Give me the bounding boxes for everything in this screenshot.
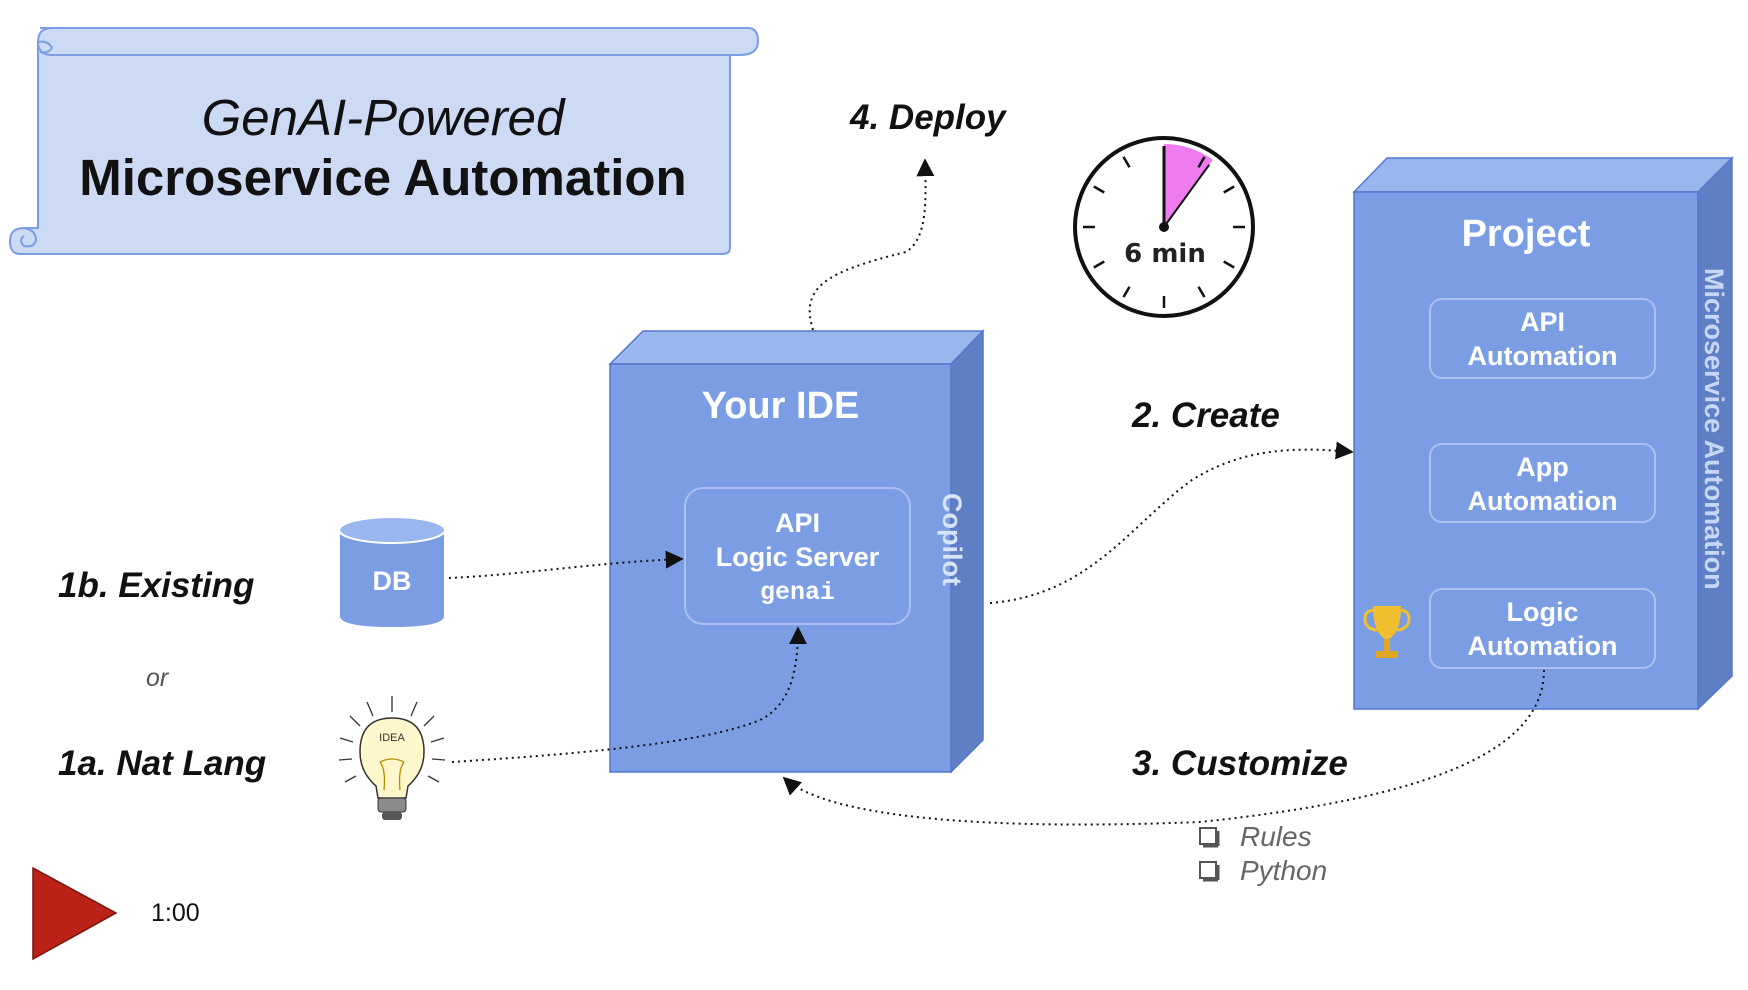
api-automation-card	[1429, 298, 1656, 379]
app-automation-card	[1429, 443, 1656, 523]
step-customize: 3. Customize	[1132, 744, 1348, 783]
timer-clock-icon	[1073, 136, 1255, 318]
customize-item-python: Python	[1240, 855, 1328, 886]
title-scroll	[8, 27, 760, 255]
player-time: 1:00	[151, 899, 200, 927]
database-icon	[338, 516, 446, 630]
clock-tick	[1223, 185, 1235, 194]
app-automation-line2: Automation	[1467, 486, 1618, 516]
project-title: Project	[1461, 213, 1591, 255]
clock-tick	[1093, 260, 1105, 269]
project-box	[1352, 156, 1734, 711]
logic-automation-line1: Logic	[1506, 597, 1579, 627]
clock-hand	[1163, 164, 1211, 228]
customize-item-rules: Rules	[1240, 821, 1312, 852]
clock-tick	[1223, 260, 1235, 269]
step-create: 2. Create	[1132, 396, 1280, 435]
ide-card-line1: API	[774, 508, 820, 538]
clock-tick	[1197, 156, 1206, 168]
ide-card-line3: genai	[759, 578, 835, 607]
clock-tick	[1122, 286, 1131, 298]
microservice-automation-side-label: Microservice Automation	[1699, 268, 1729, 590]
checkbox-icon	[1199, 827, 1220, 848]
or-label: or	[146, 664, 169, 692]
clock-tick	[1122, 156, 1131, 168]
step-deploy: 4. Deploy	[850, 98, 1006, 137]
db-label: DB	[372, 566, 412, 596]
title-line-1: GenAI-Powered	[201, 89, 565, 146]
step-existing: 1b. Existing	[58, 566, 255, 605]
title-line-2: Microservice Automation	[79, 149, 687, 206]
app-automation-line1: App	[1516, 452, 1569, 482]
timer-label: 6 min	[1124, 239, 1206, 269]
idea-label: IDEA	[379, 732, 405, 744]
play-button[interactable]	[32, 866, 118, 961]
api-automation-line1: API	[1519, 307, 1565, 337]
logic-automation-line2: Automation	[1467, 631, 1618, 661]
ide-title: Your IDE	[701, 385, 860, 427]
step-natlang: 1a. Nat Lang	[58, 744, 267, 783]
clock-tick	[1093, 185, 1105, 194]
lightbulb-icon	[338, 696, 446, 820]
ide-card-line2: Logic Server	[715, 542, 880, 572]
logic-automation-card	[1429, 588, 1656, 669]
deploy-arrow	[808, 158, 935, 331]
api-logic-server-card	[684, 487, 911, 625]
api-automation-line2: Automation	[1467, 341, 1618, 371]
create-arrow	[989, 441, 1354, 604]
clock-tick	[1197, 286, 1206, 298]
trophy-icon	[1363, 606, 1411, 658]
idea-to-ide-arrow	[451, 626, 807, 763]
customize-arrow	[782, 669, 1545, 826]
copilot-label: Copilot	[937, 493, 967, 586]
checkbox-icon	[1199, 861, 1220, 882]
